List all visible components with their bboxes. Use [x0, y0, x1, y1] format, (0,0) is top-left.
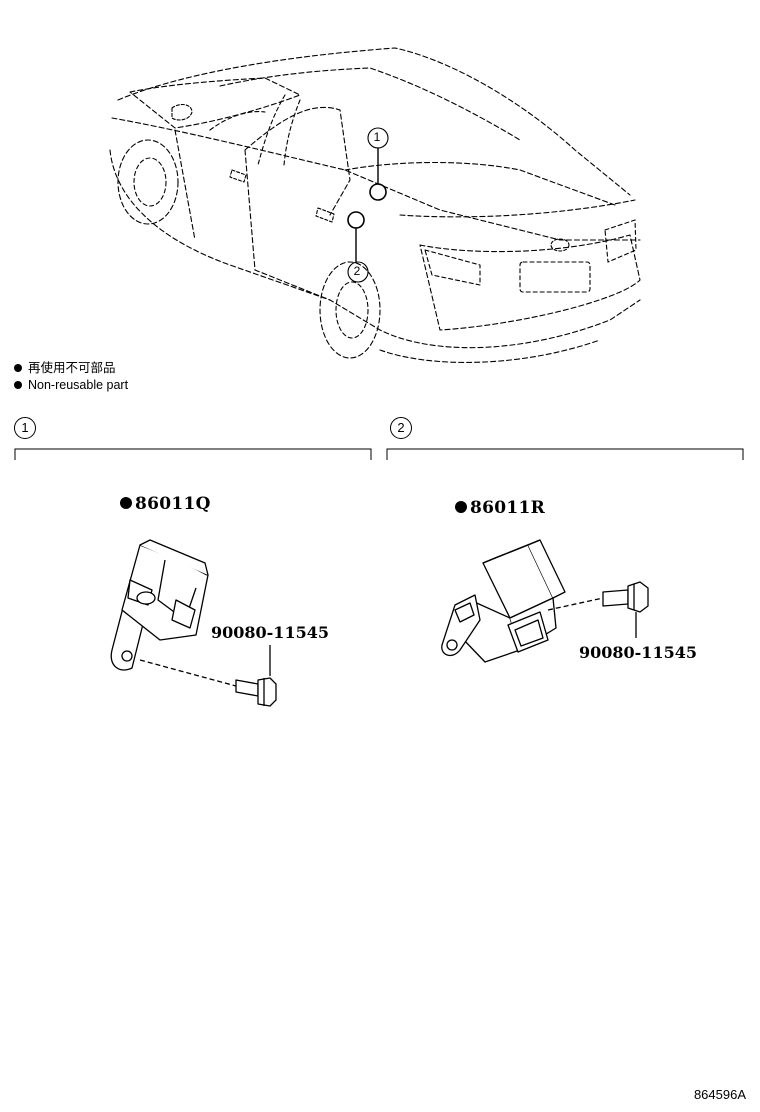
car-overview-drawing	[109, 47, 641, 364]
non-reusable-dot-icon	[120, 496, 132, 509]
legend-english-text: Non-reusable part	[28, 378, 129, 392]
part-number-text: 86011R	[470, 498, 546, 518]
sensor-86011q-drawing	[110, 539, 277, 707]
part-number-86011q: 86011Q	[120, 494, 211, 514]
sensor-86011r-drawing	[441, 539, 649, 663]
legend-japanese-text: 再使用不可部品	[28, 361, 116, 375]
illustration-id: 864596A	[693, 1087, 746, 1102]
section-2-number: 2	[390, 417, 412, 439]
bullet-dot-icon	[14, 363, 22, 372]
legend-english: Non-reusable part	[14, 377, 128, 393]
bullet-dot-icon	[14, 380, 22, 389]
non-reusable-dot-icon	[455, 500, 467, 513]
section-1-number: 1	[14, 417, 36, 439]
bolt-number-section-1: 90080-11545	[211, 623, 329, 642]
car-callout-2: 2	[353, 264, 361, 278]
section-brackets	[14, 448, 744, 460]
part-number-86011r: 86011R	[455, 498, 545, 518]
bolt-number-section-2: 90080-11545	[579, 643, 697, 662]
legend-japanese: 再使用不可部品	[14, 360, 116, 376]
part-number-text: 86011Q	[135, 494, 211, 514]
car-callout-1: 1	[373, 130, 381, 144]
